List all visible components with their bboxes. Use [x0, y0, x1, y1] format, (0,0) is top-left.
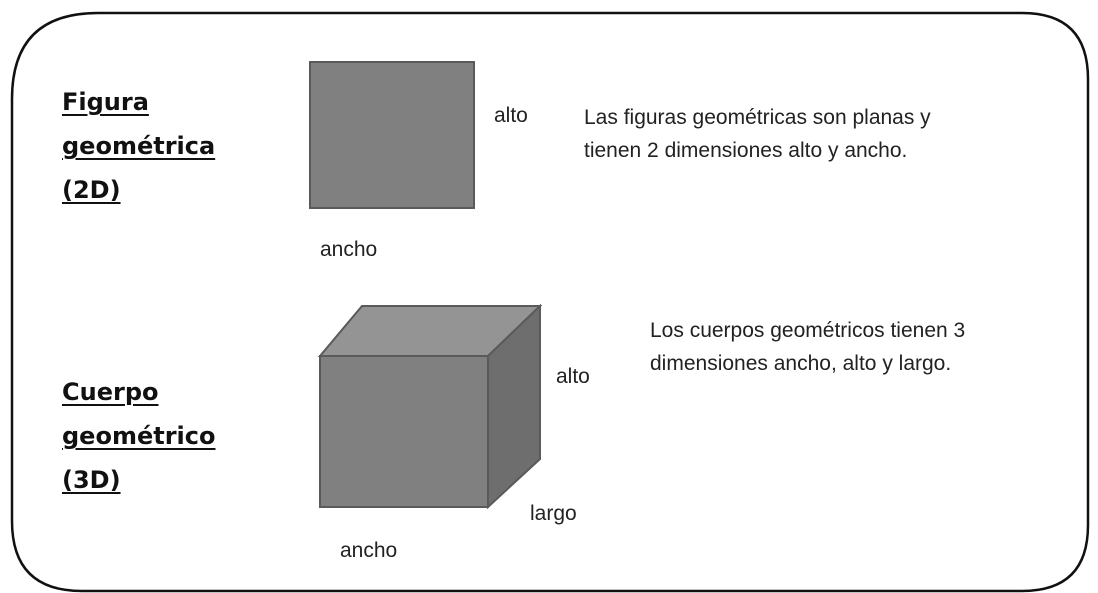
cube-width-label: ancho — [340, 539, 398, 562]
heading-3d: Cuerpo geométrico (3D) — [62, 370, 215, 502]
description-3d-line-2: dimensiones ancho, alto y largo. — [650, 352, 952, 375]
cube-front-face — [319, 355, 489, 508]
cube-height-label: alto — [556, 365, 590, 388]
heading-2d-line-3: (2D) — [62, 176, 121, 204]
cube-shape — [317, 303, 543, 510]
heading-2d-line-2: geométrica — [62, 132, 216, 160]
cube-depth-label: largo — [530, 502, 577, 525]
heading-3d-line-2: geométrico — [62, 422, 216, 450]
frame-border — [10, 11, 1090, 593]
square-width-label: ancho — [320, 238, 378, 261]
description-3d-line-1: Los cuerpos geométricos tienen 3 — [650, 319, 966, 342]
description-2d-line-1: Las figuras geométricas son planas y — [584, 106, 931, 129]
square-height-label: alto — [494, 104, 528, 127]
heading-3d-line-1: Cuerpo — [62, 378, 159, 406]
heading-2d-line-1: Figura — [62, 88, 149, 116]
square-shape — [309, 61, 475, 209]
description-2d: Las figuras geométricas son planas y tie… — [584, 101, 931, 167]
heading-3d-line-3: (3D) — [62, 466, 121, 494]
description-3d: Los cuerpos geométricos tienen 3 dimensi… — [650, 314, 965, 380]
description-2d-line-2: tienen 2 dimensiones alto y ancho. — [584, 139, 908, 162]
heading-2d: Figura geométrica (2D) — [62, 80, 215, 212]
